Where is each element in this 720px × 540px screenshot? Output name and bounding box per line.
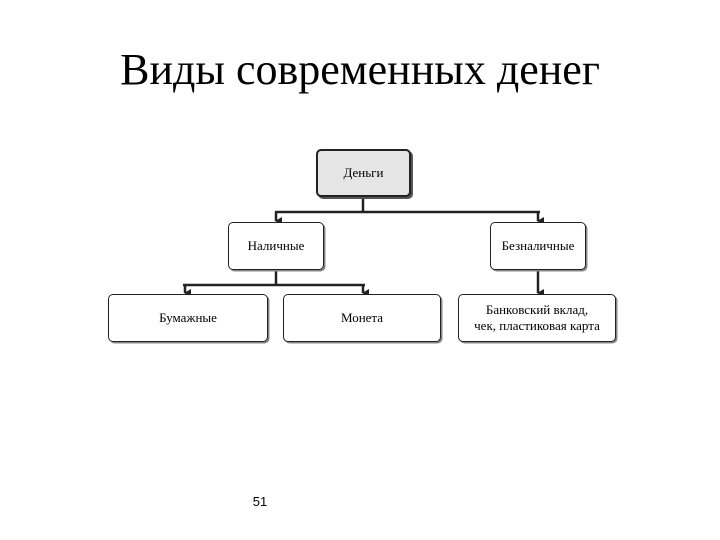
node-cash: Наличные — [228, 222, 324, 270]
node-bank-instruments: Банковский вклад, чек, пластиковая карта — [458, 294, 616, 342]
page-number: 51 — [252, 494, 268, 509]
node-paper-money: Бумажные — [108, 294, 268, 342]
slide-title: Виды современных денег — [120, 45, 600, 94]
node-coin: Монета — [283, 294, 441, 342]
node-noncash: Безналичные — [490, 222, 586, 270]
node-money: Деньги — [316, 149, 411, 197]
